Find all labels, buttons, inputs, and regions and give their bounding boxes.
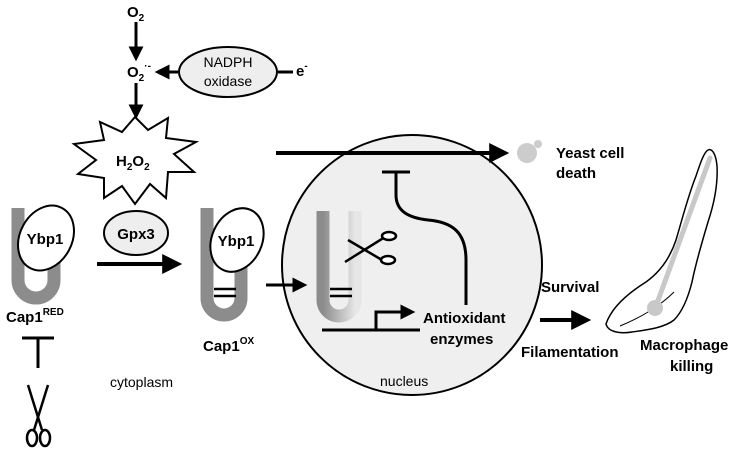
cap1-ox-shape bbox=[200, 208, 248, 322]
gpx3-ellipse bbox=[103, 210, 169, 256]
ybp1-right-label: Ybp1 bbox=[218, 233, 255, 250]
o2-label: O2 bbox=[127, 4, 145, 24]
enzymes-label: enzymes bbox=[430, 331, 493, 348]
h2o2-burst bbox=[71, 115, 200, 206]
survival-label: Survival bbox=[541, 279, 599, 296]
macrophage-label: Macrophage bbox=[640, 337, 728, 354]
nadph-label: NADPH bbox=[203, 54, 252, 70]
antioxidant-label: Antioxidant bbox=[423, 310, 506, 327]
ybp1-right-ellipse bbox=[209, 207, 265, 273]
killing-label: killing bbox=[670, 358, 713, 375]
filamentation-label: Filamentation bbox=[521, 344, 619, 361]
cap1-ox-label: Cap1OX bbox=[203, 336, 254, 355]
macrophage-outline bbox=[605, 148, 718, 334]
nadph-oxidase-ellipse bbox=[178, 46, 278, 98]
cap1-red-label: Cap1RED bbox=[6, 307, 64, 326]
ybp1-left-ellipse bbox=[17, 204, 75, 272]
gpx3-label: Gpx3 bbox=[117, 226, 155, 243]
yeast-death-label-1: Yeast cell bbox=[556, 145, 624, 162]
cytoplasm-label: cytoplasm bbox=[110, 374, 173, 390]
promoter-arrow bbox=[374, 304, 416, 330]
cap1-red-shape bbox=[11, 208, 61, 305]
oxidase-label: oxidase bbox=[204, 73, 252, 89]
yeast-death-label-2: death bbox=[556, 165, 596, 182]
ybp1-left-label: Ybp1 bbox=[27, 231, 64, 248]
cap1-nuclear-shape bbox=[316, 211, 362, 323]
hypha-rod bbox=[653, 155, 713, 309]
scissors-icon-nucleus bbox=[344, 230, 398, 266]
nucleus-label: nucleus bbox=[380, 373, 428, 389]
superoxide-label: O2·- bbox=[127, 61, 151, 84]
electron-label: e- bbox=[296, 61, 308, 80]
yeast-bud-dot bbox=[534, 140, 542, 148]
inhibition-curve-nucleus bbox=[394, 172, 468, 305]
yeast-cell-dot bbox=[517, 143, 537, 163]
hypha-cell-dot bbox=[647, 300, 663, 316]
h2o2-label: H2O2 bbox=[116, 153, 150, 173]
scissors-icon-left bbox=[25, 384, 52, 448]
